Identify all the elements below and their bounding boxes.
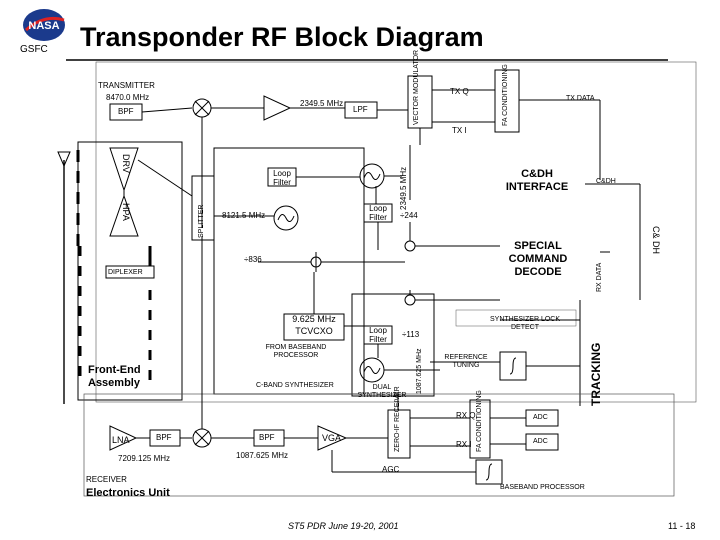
- vector-modulator-label: VECTOR MODULATOR: [413, 49, 420, 125]
- adc1-box: [525, 409, 559, 427]
- receiver-label: RECEIVER: [86, 475, 127, 484]
- adc2-box: [525, 433, 559, 451]
- lna-label: LNA: [112, 435, 130, 445]
- rx-freq: 7209.125 MHz: [118, 454, 171, 463]
- electronics-unit-label: Electronics Unit: [86, 487, 170, 499]
- adc1-label: ADC: [533, 414, 548, 421]
- f8121-label: 8121.5 MHz: [222, 211, 266, 220]
- drv-label: DRV: [121, 154, 131, 173]
- front-end-frame: [77, 141, 183, 401]
- vga-amp: [317, 425, 348, 451]
- rx-fa-conditioning-box: [469, 399, 491, 459]
- page-number: 11 - 18: [668, 521, 696, 531]
- phase-detector-113: [404, 294, 416, 306]
- cdh-interface-label: C&DH INTERFACE: [505, 168, 569, 193]
- tx-bpf-label: BPF: [118, 107, 134, 116]
- div836-label: ÷836: [244, 255, 262, 264]
- tcvcxo-label: 9.625 MHz TCVCXO: [292, 314, 336, 336]
- rx-fa-conditioning-label: FA CONDITIONING: [476, 390, 483, 452]
- vco-8121: [273, 205, 299, 231]
- antenna-icon: [57, 151, 71, 168]
- nasa-logo: NASA: [23, 9, 65, 41]
- cdh-side-label: C& DH: [651, 226, 661, 255]
- synth-lock-label: SYNTHESIZER LOCK DETECT: [490, 316, 561, 332]
- zero-if-box: [387, 409, 411, 459]
- nasa-logo-text: NASA: [28, 20, 59, 32]
- rx-bpf2-label: BPF: [259, 433, 275, 442]
- diplexer-label: DIPLEXER: [108, 269, 143, 276]
- txi-label: TX I: [452, 126, 467, 135]
- dual-synth-label: DUAL SYNTHESIZER: [357, 384, 407, 400]
- page-title: Transponder RF Block Diagram: [80, 22, 484, 52]
- from-baseband-label: FROM BASEBAND PROCESSOR: [265, 344, 327, 360]
- loop-filter-mid-label: Loop Filter: [369, 204, 387, 222]
- adc2-label: ADC: [533, 438, 548, 445]
- tx-amp: [263, 95, 292, 121]
- tracking-label: TRACKING: [589, 342, 603, 406]
- dual-synth-frame: [351, 293, 435, 397]
- tx-lpf-label: LPF: [353, 105, 368, 114]
- loop-filter-low-label: Loop Filter: [369, 326, 387, 344]
- div244-label: ÷244: [400, 211, 418, 220]
- cdh-small-label: C&DH: [596, 178, 616, 185]
- f1087-label: 1087.625 MHz: [416, 348, 423, 394]
- tx-fa-conditioning-box: [494, 69, 520, 133]
- org-label: GSFC: [20, 44, 48, 55]
- tx-freq: 8470.0 MHz: [106, 93, 150, 102]
- transmitter-label: TRANSMITTER: [98, 81, 155, 90]
- tx-data-label: TX DATA: [566, 95, 595, 102]
- tx-lo-freq: 2349.5 MHz: [300, 99, 344, 108]
- vga-label: VGA: [322, 433, 342, 443]
- rx-bpf1-label: BPF: [156, 433, 172, 442]
- meeting-footer: ST5 PDR June 19-20, 2001: [288, 521, 399, 531]
- phase-detector-244: [404, 240, 416, 252]
- front-end-label: Front-End Assembly: [88, 364, 141, 390]
- special-decode-label: SPECIAL COMMAND DECODE: [508, 240, 568, 279]
- splitter-label: SPLITTER: [198, 204, 205, 238]
- drv-amp: [109, 147, 139, 192]
- rxi-label: RX I: [456, 440, 472, 449]
- hpa-label: HPA: [121, 203, 131, 221]
- rx-lo-freq: 1087.625 MHz: [236, 451, 289, 460]
- zero-if-label: ZERO-IF RECEIVER: [394, 386, 401, 452]
- hpa-amp: [109, 194, 139, 237]
- txq-label: TX Q: [450, 87, 469, 96]
- ref-tuning-label: REFERENCE TUNING: [444, 354, 488, 370]
- f2349-label: 2349.5 MHz: [399, 166, 408, 210]
- loop-filter-top-label: Loop Filter: [273, 169, 291, 187]
- tx-fa-conditioning-label: FA CONDITIONING: [502, 64, 509, 126]
- lna-amp: [109, 425, 138, 451]
- div113-label: ÷113: [402, 330, 420, 339]
- rxq-label: RX Q: [456, 411, 476, 420]
- rx-data-label: RX DATA: [596, 262, 603, 292]
- vector-modulator-box: [407, 75, 433, 129]
- cband-synth-label: C-BAND SYNTHESIZER: [256, 382, 334, 389]
- receiver-frame: [83, 393, 675, 497]
- agc-label: AGC: [382, 465, 400, 474]
- baseband-processor-label: BASEBAND PROCESSOR: [500, 484, 585, 491]
